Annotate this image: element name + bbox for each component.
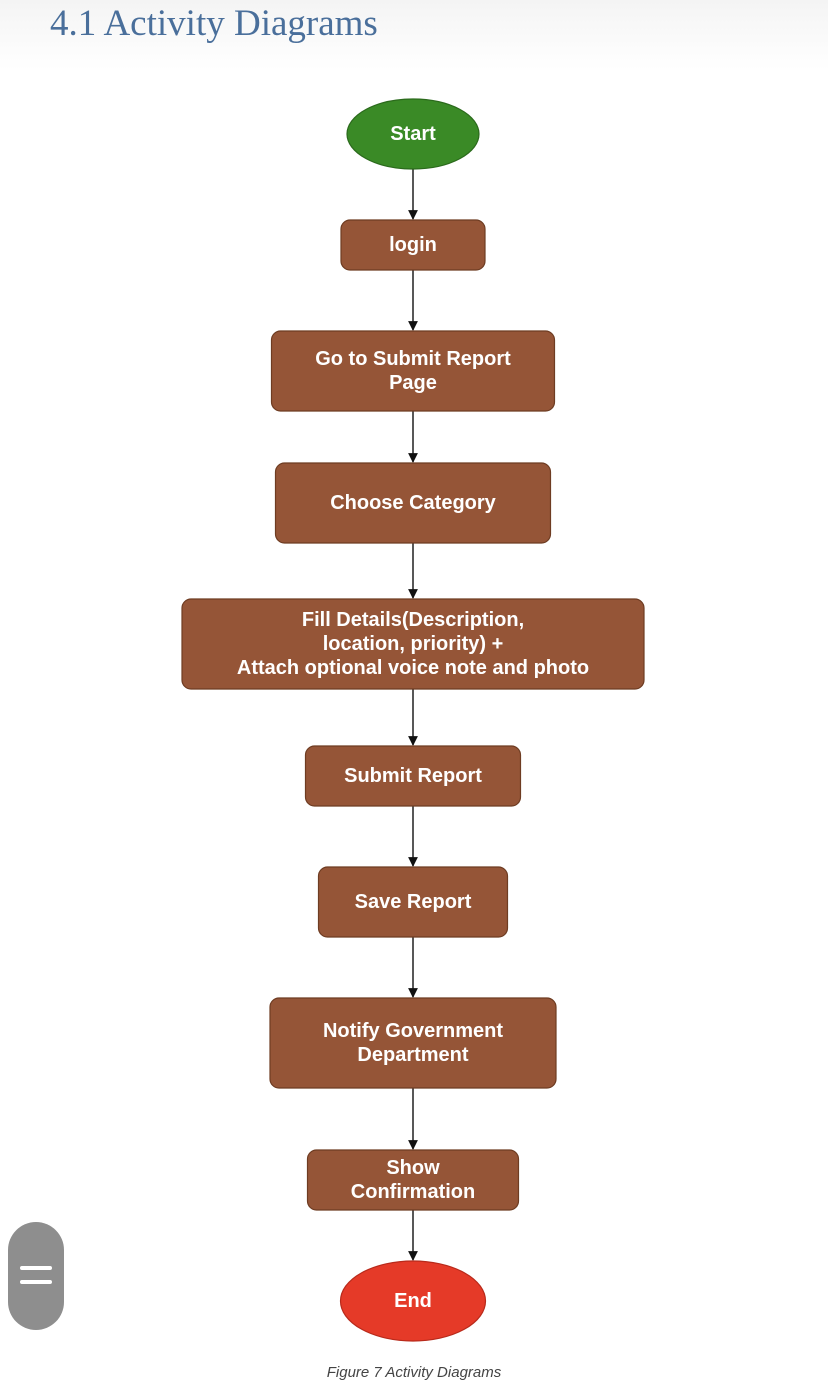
action-node-shape [269, 997, 557, 1089]
node-label: Start [390, 123, 436, 145]
node-label: Go to Submit Report [315, 348, 511, 370]
node-submit-report: Submit Report [304, 745, 522, 807]
activity-nodes: Start login Go to Submit ReportPageChoose … [181, 98, 645, 1342]
node-label: Page [389, 372, 437, 394]
action-node-shape [306, 1149, 520, 1211]
node-choose-category: Choose Category [274, 462, 552, 544]
node-label: Save Report [355, 891, 472, 913]
start-node-shape [346, 98, 480, 170]
node-end: End [339, 1260, 487, 1342]
node-start: Start [346, 98, 480, 170]
node-fill-details: Fill Details(Description,location, prior… [181, 598, 645, 690]
floating-menu-button[interactable] [8, 1222, 64, 1330]
figure-caption: Figure 7 Activity Diagrams [326, 1364, 502, 1381]
node-label: Fill Details(Description, [302, 609, 524, 631]
node-label: Notify Government [323, 1020, 503, 1042]
action-node-shape [340, 219, 486, 271]
node-label: End [394, 1290, 432, 1312]
action-node-shape [304, 745, 522, 807]
node-label: Choose Category [330, 492, 496, 514]
node-label: login [389, 234, 437, 256]
node-label: Confirmation [351, 1181, 475, 1203]
action-node-shape [317, 866, 509, 938]
node-label: location, priority) + [323, 633, 504, 655]
node-label: Submit Report [344, 765, 482, 787]
end-node-shape [339, 1260, 487, 1342]
action-node-shape [274, 462, 552, 544]
node-login: login [340, 219, 486, 271]
node-label: Show [386, 1157, 440, 1179]
action-node-shape [181, 598, 645, 690]
node-save-report: Save Report [317, 866, 509, 938]
action-node-shape [270, 330, 556, 412]
section-heading: 4.1 Activity Diagrams [50, 3, 378, 44]
node-label: Department [357, 1044, 468, 1066]
node-label: Attach optional voice note and photo [237, 657, 589, 679]
top-band [0, 0, 828, 70]
